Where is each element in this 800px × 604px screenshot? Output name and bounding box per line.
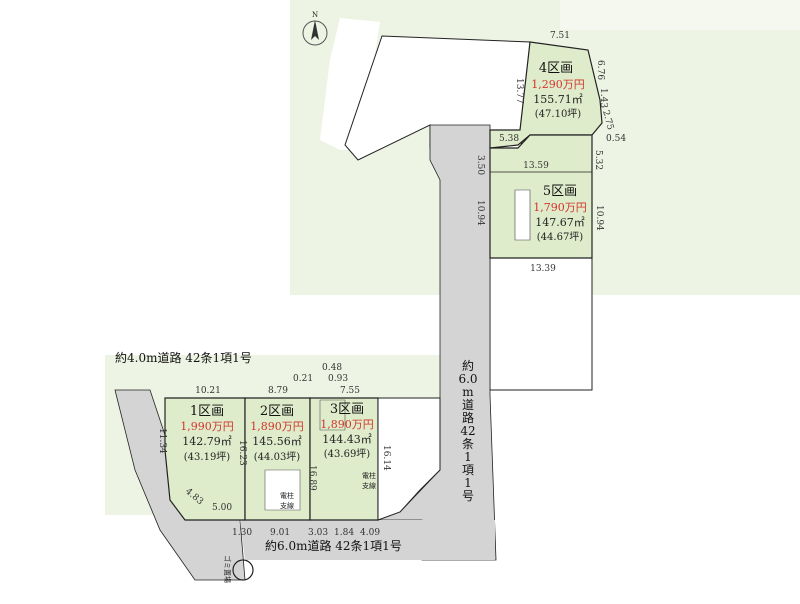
lot-1-price: 1,990万円 <box>180 420 234 433</box>
dim-7-55: 7.55 <box>340 386 360 396</box>
pole-label-b: 電柱 <box>362 471 376 480</box>
road-east-label-part-3: 道 <box>462 398 474 412</box>
dim-16-23: 16.23 <box>237 440 247 466</box>
dim-7-51: 7.51 <box>550 31 570 41</box>
dim-5-00: 5.00 <box>212 503 232 513</box>
lot-5-retaining-wall <box>514 189 531 241</box>
neighbor-lot-south <box>377 397 441 521</box>
dim-5-38: 5.38 <box>499 134 519 144</box>
lot-4-tsubo: (47.10坪) <box>535 107 582 120</box>
lot-3-area: 144.43㎡ <box>322 433 372 446</box>
lot-2-price: 1,890万円 <box>250 420 304 433</box>
lot-4-name: 4区画 <box>539 61 573 76</box>
dim-0-93: 0.93 <box>328 374 348 384</box>
lot-3-name: 3区画 <box>330 402 364 417</box>
garbage-spot-marker <box>232 559 254 581</box>
dim-3-50: 3.50 <box>475 155 485 175</box>
road-east-label-part-0: 約 <box>462 358 474 373</box>
road-east-label-part-2: m <box>462 385 474 399</box>
lot-2-tsubo: (44.03坪) <box>254 450 301 463</box>
lot-2-area: 145.56㎡ <box>252 435 302 448</box>
lot-5-price: 1,790万円 <box>533 201 587 214</box>
compass-label: N <box>312 11 318 19</box>
neighbor-building-east <box>489 257 593 391</box>
dim-1-43: 1.43 <box>598 88 608 108</box>
dim-3-03: 3.03 <box>308 528 328 538</box>
lot-4-area: 155.71㎡ <box>533 93 583 106</box>
pole-label-a: 電柱 <box>280 491 294 500</box>
lot-3-retaining-wall <box>319 399 346 431</box>
road-east-label-part-5: 42 <box>460 424 475 438</box>
wire-label-b: 支線 <box>362 481 376 490</box>
dim-16-89: 16.89 <box>307 465 317 491</box>
road-east-label-part-9: 1 <box>464 476 472 490</box>
lot-2-name: 2区画 <box>260 404 294 419</box>
dim-9-01: 9.01 <box>270 528 290 538</box>
dim-10-94-left: 10.94 <box>475 200 485 226</box>
road-east-label-part-6: 条 <box>462 437 474 451</box>
lot-1-name: 1区画 <box>190 404 224 419</box>
dim-16-14: 16.14 <box>381 445 391 471</box>
dim-10-21: 10.21 <box>195 386 221 396</box>
dim-5-32: 5.32 <box>593 150 603 170</box>
road-east-label-part-7: 1 <box>464 450 472 464</box>
dim-13-77: 13.77 <box>514 78 524 104</box>
dim-0-21: 0.21 <box>293 374 313 384</box>
dim-0-54: 0.54 <box>606 134 626 144</box>
road-west-label: 約4.0m道路 42条1項1号 <box>115 350 252 365</box>
road-east-label-part-10: 号 <box>462 489 474 503</box>
garbage-label: ゴミ置場 <box>223 555 232 583</box>
dim-11-34: 11.34 <box>157 428 167 454</box>
wire-label-a: 支線 <box>280 501 294 510</box>
road-south-label: 約6.0m道路 42条1項1号 <box>265 538 402 553</box>
lot-5-name: 5区画 <box>543 184 577 199</box>
road-6m-south <box>240 520 495 560</box>
dim-1-84: 1.84 <box>334 528 354 538</box>
dim-8-79: 8.79 <box>268 386 288 396</box>
dim-4-09: 4.09 <box>360 528 380 538</box>
background-green-top <box>560 0 800 30</box>
dim-1-30: 1.30 <box>232 528 252 538</box>
road-east-label-part-8: 項 <box>462 463 474 477</box>
lot-5-tsubo: (44.67坪) <box>537 230 584 243</box>
lot-3-tsubo: (43.69坪) <box>324 447 371 460</box>
lot-1-area: 142.79㎡ <box>182 435 232 448</box>
lot-3-price: 1,890万円 <box>320 418 374 431</box>
road-east-label-part-1: 6.0 <box>458 372 477 386</box>
dim-0-48: 0.48 <box>322 363 342 373</box>
road-east-label-part-4: 路 <box>462 410 474 425</box>
lot-2-retaining-wall <box>264 469 301 511</box>
dim-10-94-right: 10.94 <box>594 205 604 231</box>
lot-5-area: 147.67㎡ <box>535 216 585 229</box>
lot-4-price: 1,290万円 <box>531 78 585 91</box>
north-arrow-icon: N <box>302 11 328 46</box>
dim-13-39: 13.39 <box>530 264 556 274</box>
lot-1-tsubo: (43.19坪) <box>184 450 231 463</box>
road-4m-west <box>114 389 246 581</box>
dim-13-59: 13.59 <box>523 161 549 171</box>
dim-6-76: 6.76 <box>595 60 605 80</box>
